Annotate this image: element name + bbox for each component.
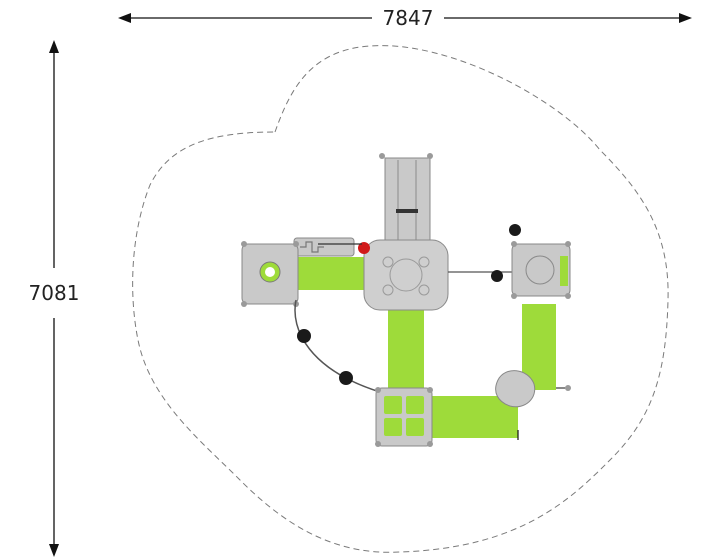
east-platform (511, 241, 571, 299)
post (427, 387, 433, 393)
width-arrow-right (679, 13, 692, 23)
post (427, 441, 433, 447)
west-platform (241, 241, 299, 307)
post (511, 293, 517, 299)
height-arrow-bottom (49, 544, 59, 557)
safety-zone-boundary (132, 45, 669, 553)
post (565, 385, 571, 391)
slide-post-left (379, 153, 385, 159)
roof-pattern-dot (418, 284, 430, 296)
width-arrow-left (118, 13, 131, 23)
curved-cable-walk (294, 299, 381, 393)
post (241, 241, 247, 247)
post (375, 441, 381, 447)
post (241, 301, 247, 307)
roof-pattern (389, 258, 423, 292)
post (565, 293, 571, 299)
central-roof (363, 239, 449, 311)
roof-pattern-dot (382, 256, 394, 268)
east-platform-pattern (525, 255, 555, 285)
roof-pattern-dot (382, 284, 394, 296)
east-cable-disc (509, 224, 521, 236)
walkway-west (296, 257, 370, 290)
slide-bar (396, 209, 418, 213)
cable-line (294, 299, 381, 393)
post (293, 241, 299, 247)
cable-stepping-disc (339, 371, 353, 385)
width-label: 7847 (383, 6, 434, 30)
red-knob (358, 242, 370, 254)
height-label: 7081 (29, 281, 80, 305)
height-dimension: 7081 (29, 40, 80, 557)
west-platform-hatch-center (265, 267, 275, 277)
south-platform (375, 387, 433, 447)
east-cable-disc (491, 270, 503, 282)
height-arrow-top (49, 40, 59, 53)
spinner-seat (495, 370, 536, 408)
south-platform-panel (384, 396, 402, 414)
roof-pattern-dot (418, 256, 430, 268)
width-dimension: 7847 (118, 6, 692, 30)
west-panel (293, 237, 362, 257)
east-platform-deck (511, 243, 571, 297)
post (511, 241, 517, 247)
cable-stepping-disc (297, 329, 311, 343)
west-panel-pattern (300, 241, 324, 253)
south-platform-panel (384, 418, 402, 436)
south-platform-panel (406, 418, 424, 436)
south-platform-deck (375, 387, 433, 447)
east-platform-green-strip (560, 256, 568, 286)
post (375, 387, 381, 393)
central-tower (358, 239, 449, 311)
slide-post-right (427, 153, 433, 159)
post (565, 241, 571, 247)
south-platform-panel (406, 396, 424, 414)
walkway-central-south (388, 300, 424, 390)
east-cable-bridge (448, 224, 521, 282)
southeast-spinner (495, 370, 571, 440)
